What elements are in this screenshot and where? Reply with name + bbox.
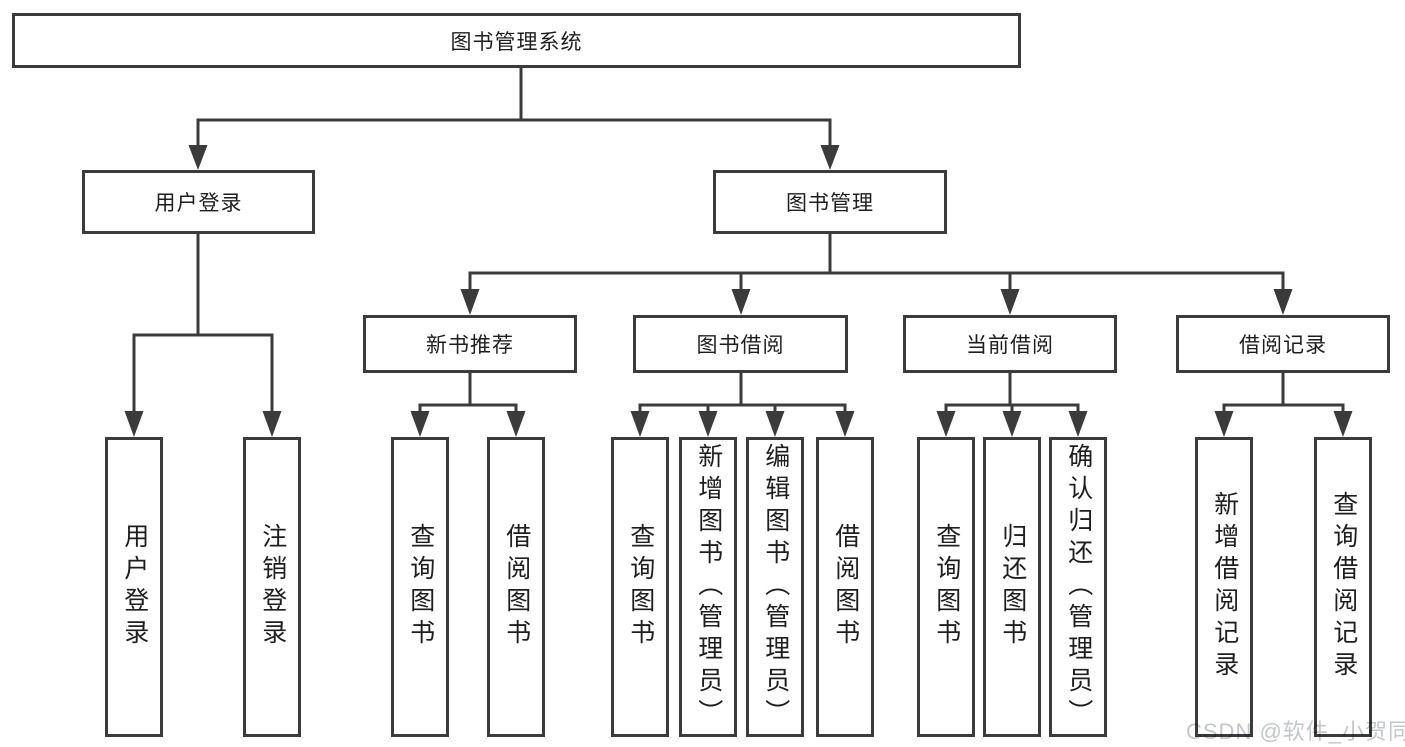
- node-user-login-branch-label: 用户登录: [154, 192, 243, 215]
- leaf-query-borrow-record: 查询借阅记录: [1314, 437, 1372, 737]
- node-new-book-recommend-label: 新书推荐: [426, 334, 514, 357]
- leaf-logout: 注销登录: [243, 437, 301, 737]
- leaf-borrow-books-borrow-label: 借阅图书: [831, 523, 860, 651]
- connector-new-book-recommend-children: [418, 373, 518, 413]
- arrowhead-leaf-logout: [262, 411, 282, 437]
- arrowhead-leaf-borrow-books-2: [835, 411, 855, 437]
- node-book-borrow-label: 图书借阅: [696, 334, 785, 357]
- arrowhead-leaf-add-borrow-record: [1214, 411, 1234, 437]
- arrowhead-leaf-edit-books: [765, 411, 785, 437]
- leaf-return-books: 归还图书: [983, 437, 1041, 737]
- leaf-query-borrow-record-label: 查询借阅记录: [1329, 491, 1358, 683]
- leaf-confirm-return-admin-label: 确认归还（管理员）: [1064, 443, 1093, 731]
- node-current-borrow-label: 当前借阅: [966, 334, 1054, 357]
- node-new-book-recommend: 新书推荐: [363, 315, 577, 373]
- leaf-add-books-admin: 新增图书（管理员）: [679, 437, 737, 737]
- leaf-query-books-borrow: 查询图书: [611, 437, 669, 737]
- connector-book-management-children: [468, 234, 1285, 291]
- arrowhead-new-book-recommend: [460, 289, 480, 315]
- node-root-label: 图书管理系统: [450, 30, 583, 54]
- watermark: CSDN @软件_小贺同学: [1186, 719, 1405, 744]
- node-user-login-branch: 用户登录: [82, 170, 315, 234]
- arrowhead-current-borrow: [1000, 289, 1020, 315]
- leaf-logout-label: 注销登录: [258, 523, 287, 651]
- leaf-add-books-admin-label: 新增图书（管理员）: [694, 443, 723, 731]
- node-book-borrow: 图书借阅: [633, 315, 848, 373]
- leaf-edit-books-admin: 编辑图书（管理员）: [746, 437, 804, 737]
- leaf-query-books-recommend: 查询图书: [391, 437, 449, 737]
- leaf-query-books-current: 查询图书: [917, 437, 975, 737]
- leaf-add-borrow-record: 新增借阅记录: [1195, 437, 1253, 737]
- arrowhead-leaf-return-books: [1002, 411, 1022, 437]
- node-current-borrow: 当前借阅: [903, 315, 1117, 373]
- arrowhead-leaf-add-books: [698, 411, 718, 437]
- leaf-confirm-return-admin: 确认归还（管理员）: [1049, 437, 1107, 737]
- arrowhead-book-borrow: [731, 289, 751, 315]
- node-borrow-records: 借阅记录: [1176, 315, 1390, 373]
- connector-user-login-children: [132, 234, 274, 413]
- connector-root-to-level2: [196, 66, 832, 147]
- arrowhead-leaf-borrow-books-1: [506, 411, 526, 437]
- leaf-borrow-books-recommend: 借阅图书: [487, 437, 545, 737]
- leaf-return-books-label: 归还图书: [998, 523, 1027, 651]
- node-borrow-records-label: 借阅记录: [1239, 334, 1327, 357]
- node-root: 图书管理系统: [12, 13, 1021, 68]
- leaf-borrow-books-borrow: 借阅图书: [816, 437, 874, 737]
- leaf-query-books-borrow-label: 查询图书: [626, 523, 655, 651]
- leaf-user-login: 用户登录: [105, 437, 163, 737]
- leaf-add-borrow-record-label: 新增借阅记录: [1210, 491, 1239, 683]
- arrowhead-book-management: [820, 145, 840, 170]
- connector-book-borrow-children: [638, 373, 847, 413]
- arrowhead-leaf-query-books-2: [630, 411, 650, 437]
- arrowhead-leaf-query-books-3: [936, 411, 956, 437]
- connector-current-borrow-children: [944, 373, 1080, 413]
- connector-borrow-records-children: [1222, 373, 1345, 413]
- arrowhead-user-login: [188, 145, 208, 170]
- arrowhead-leaf-query-books-1: [410, 411, 430, 437]
- arrowhead-borrow-records: [1273, 289, 1293, 315]
- leaf-borrow-books-recommend-label: 借阅图书: [502, 523, 531, 651]
- node-book-management-label: 图书管理: [786, 192, 874, 215]
- arrowhead-leaf-query-borrow-record: [1333, 411, 1353, 437]
- leaf-query-books-recommend-label: 查询图书: [406, 523, 435, 651]
- arrowhead-leaf-user-login: [124, 411, 144, 437]
- leaf-user-login-label: 用户登录: [120, 523, 149, 651]
- node-book-management: 图书管理: [713, 170, 947, 234]
- leaf-edit-books-admin-label: 编辑图书（管理员）: [761, 443, 790, 731]
- leaf-query-books-current-label: 查询图书: [932, 523, 961, 651]
- arrowhead-leaf-confirm-return: [1068, 411, 1088, 437]
